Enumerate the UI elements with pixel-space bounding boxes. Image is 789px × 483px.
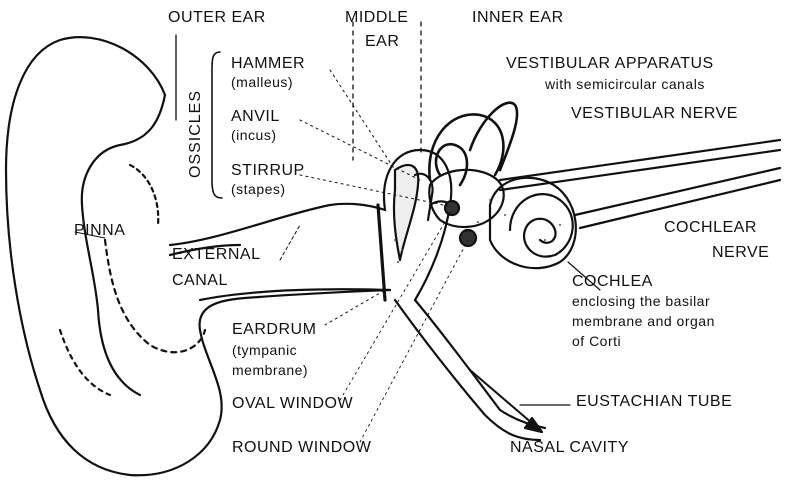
stirrup-leader (300, 175, 448, 206)
vestibular-nerve-label: VESTIBULAR NERVE (571, 106, 738, 122)
anvil-sub-label: (incus) (231, 128, 277, 142)
eustachian-tube-label: EUSTACHIAN TUBE (576, 394, 732, 410)
antihelix (130, 165, 158, 225)
nerve-upper (500, 140, 780, 180)
eardrum-leader (325, 290, 385, 325)
eardrum-shape (378, 205, 385, 300)
cochlea-sub3-label: of Corti (572, 334, 621, 348)
round-pointer (360, 240, 468, 442)
eardrum-label: EARDRUM (232, 322, 316, 338)
hammer-sub-label: (malleus) (231, 75, 293, 89)
vestibular-sub-label: with semicircular canals (545, 77, 705, 91)
hammer-label: HAMMER (231, 56, 305, 72)
stirrup-sub-label: (stapes) (231, 182, 286, 196)
cochlea-label: COCHLEA (572, 274, 653, 290)
cochlear-nerve-label-line2: NERVE (712, 245, 769, 261)
anvil-label: ANVIL (231, 109, 280, 125)
inner-ear-label: INNER EAR (472, 10, 564, 26)
anvil-leader (300, 120, 420, 180)
outer-ear-label: OUTER EAR (168, 10, 266, 26)
canal-upper (170, 204, 385, 245)
cochlea-sub2-label: membrane and organ (572, 314, 715, 328)
ossicles-bracket (212, 52, 222, 198)
nasal-cavity-label: NASAL CAVITY (510, 440, 629, 456)
ossicles-label: OSSICLES (188, 90, 204, 178)
stirrup-label: STIRRUP (231, 163, 305, 179)
eardrum-sub1-label: (tympanic (232, 343, 297, 357)
oval-window-shape (445, 201, 459, 215)
vestibular-nerve-shape (500, 150, 780, 190)
external-canal-label-line2: CANAL (172, 273, 228, 289)
eardrum-sub2-label: membrane) (232, 363, 308, 377)
canal-leader (280, 225, 300, 260)
middle-ear-label-line1: MIDDLE (345, 10, 408, 26)
round-window-label: ROUND WINDOW (232, 440, 371, 456)
middle-ear-label-line2: EAR (365, 34, 399, 50)
hammer-bone (394, 165, 418, 260)
cochlear-nerve-label-line1: COCHLEAR (664, 220, 757, 236)
cochlea-sub1-label: enclosing the basilar (572, 294, 710, 308)
vestibular-apparatus-label: VESTIBULAR APPARATUS (506, 56, 714, 72)
cochlea-spiral (510, 194, 573, 257)
external-canal-label-line1: EXTERNAL (172, 247, 260, 263)
oval-window-label: OVAL WINDOW (232, 396, 353, 412)
helix-fold (82, 95, 165, 395)
canal-posterior (470, 103, 517, 170)
pinna-label: PINNA (74, 223, 125, 239)
hammer-leader (330, 70, 395, 170)
round-window-shape (460, 230, 476, 246)
